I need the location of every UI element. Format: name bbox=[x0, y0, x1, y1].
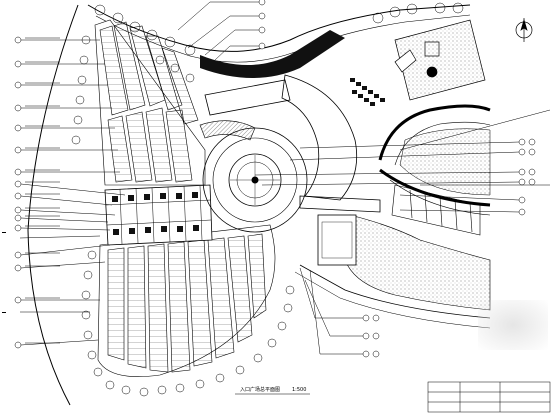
drawing-scale: 1:500 bbox=[292, 387, 306, 393]
parking-bays-east bbox=[391, 184, 481, 236]
building-block-northeast bbox=[394, 19, 486, 101]
circular-plaza bbox=[202, 127, 308, 233]
garden-area-southeast bbox=[344, 214, 491, 311]
site-boundary-left bbox=[27, 4, 79, 406]
stepped-seating bbox=[350, 78, 385, 106]
watermark bbox=[478, 300, 548, 350]
callouts-left bbox=[14, 36, 126, 349]
plaza-wedge bbox=[199, 120, 256, 141]
paved-entrance-band bbox=[104, 184, 213, 246]
perimeter-road-top bbox=[200, 30, 345, 78]
callouts-right bbox=[254, 109, 551, 216]
access-road-east bbox=[378, 104, 491, 216]
side-marks bbox=[2, 232, 6, 313]
terrace-building bbox=[204, 74, 381, 213]
parking-lot-lower bbox=[97, 224, 276, 377]
callouts-bottom bbox=[299, 267, 380, 358]
pavilion-south bbox=[317, 214, 357, 266]
parking-lot-upper bbox=[94, 19, 206, 186]
drawing-title: 入口广场总平面图 bbox=[240, 386, 280, 393]
landscape-island-east bbox=[399, 128, 491, 196]
title-block bbox=[427, 381, 551, 413]
boundary-road-south bbox=[299, 264, 491, 319]
north-arrow-icon bbox=[515, 18, 533, 42]
callouts-top bbox=[177, 0, 266, 61]
